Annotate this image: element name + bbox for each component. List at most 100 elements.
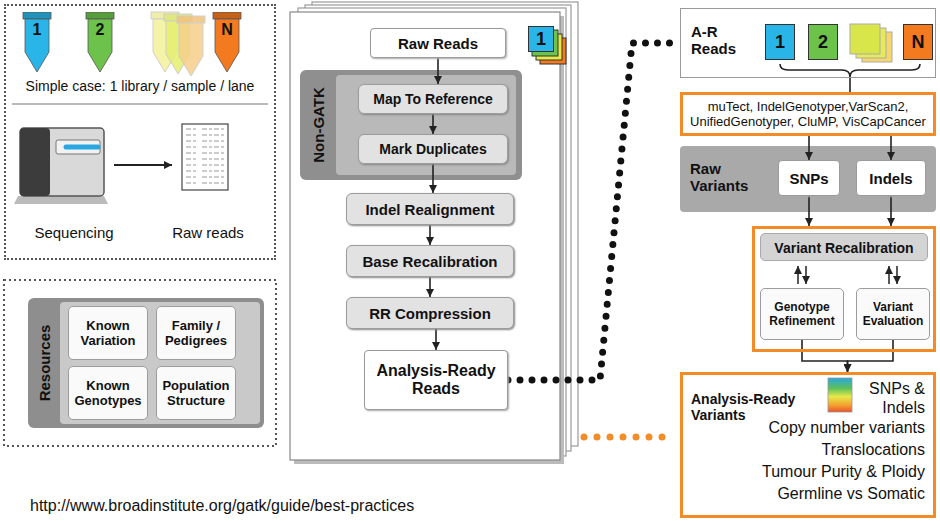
box-label: 2 <box>85 21 115 39</box>
raw-variants-band: Raw Variants SNPs Indels <box>680 146 936 212</box>
non-gatk-band <box>300 70 522 180</box>
updown-arrows <box>798 266 897 284</box>
non-gatk-band: Non-GATK Map To ReferenceMark Duplicates <box>300 70 522 180</box>
process-box: Raw Reads <box>370 28 506 58</box>
box-label: 1 <box>22 21 52 39</box>
resource-box: Family / Pedigrees <box>156 306 236 360</box>
box-label: Genotype Refinement <box>764 300 840 328</box>
flow-arrow <box>890 196 892 226</box>
process-box: Map To Reference <box>358 84 508 114</box>
recalibration-box: Variant RecalibrationGenotype Refinement… <box>752 226 936 352</box>
flow-arrow <box>848 340 894 372</box>
raw-variants-band <box>680 146 936 212</box>
raw-reads-icon <box>182 124 228 190</box>
box-label: Raw Reads <box>398 35 478 52</box>
resource-box: Known Genotypes <box>68 366 148 420</box>
sample-square: 2 <box>808 24 838 60</box>
divider-line <box>12 103 268 104</box>
bracket <box>780 64 920 77</box>
resource-box: Known Variation <box>68 306 148 360</box>
box-label: Raw Variants <box>690 160 770 194</box>
resources-band <box>28 298 264 428</box>
box-label: Sequencing <box>14 224 134 241</box>
box-label: Family / Pedigrees <box>160 318 232 348</box>
resource-box: Population Structure <box>156 366 236 420</box>
box-label: Germline vs Somatic <box>683 483 925 505</box>
sample-tube: 1 <box>22 12 52 74</box>
box-label: N <box>212 21 242 39</box>
reads-box: A-R Reads 1 2 N <box>680 8 936 78</box>
flow-arrow <box>802 340 848 372</box>
box-label: Tumour Purity & Ploidy <box>683 461 925 483</box>
box-label: Map To Reference <box>373 91 493 107</box>
process-box: Genotype Refinement <box>760 288 844 340</box>
orange-dots <box>584 434 664 441</box>
process-box: Analysis-Ready Reads <box>364 350 508 410</box>
box-label: Known Genotypes <box>72 378 144 408</box>
box-label: muTect, IndelGenotyper,VarScan2, Unified… <box>689 99 927 129</box>
sample-badge: 1 <box>528 26 554 52</box>
box-label: N <box>912 32 925 53</box>
process-box: Variant Evaluation <box>856 288 930 340</box>
sample-panel: Simple case: 1 library / sample / laneSe… <box>4 4 276 260</box>
resources-panel <box>4 280 276 446</box>
gradient-swatch <box>828 378 852 412</box>
flow-arrow <box>429 225 431 245</box>
box-label: Known Variation <box>72 318 144 348</box>
box-label: Indel Realignment <box>365 201 494 218</box>
flow-arrow <box>432 164 434 193</box>
box-label: Analysis-Ready Variants <box>691 391 811 423</box>
flow-arrow <box>435 329 437 350</box>
sample-tube: N <box>212 12 242 74</box>
non-gatk-inner <box>336 75 516 175</box>
resources-band: Resources Known Variation Family / Pedigre… <box>28 298 264 428</box>
flow-arrow <box>890 136 892 160</box>
tools-box: muTect, IndelGenotyper,VarScan2, Unified… <box>680 92 936 136</box>
box-label: 1 <box>775 32 785 53</box>
box-label: 2 <box>818 32 828 53</box>
flow-arrow <box>437 58 439 84</box>
flow-arrow <box>808 136 810 160</box>
sample-tube: 2 <box>85 12 115 74</box>
box-label: A-R Reads <box>691 23 747 57</box>
page-stack <box>290 2 578 464</box>
box-label: Resources <box>36 325 53 402</box>
sequencing-arrow <box>114 164 172 166</box>
dotted-connector <box>508 43 680 380</box>
box-label: Analysis-Ready Reads <box>369 362 503 398</box>
pale-tubes <box>151 12 205 76</box>
box-label: Population Structure <box>160 378 232 408</box>
box-label: SNPs <box>789 170 828 187</box>
flow-arrow <box>849 78 851 92</box>
sequencer-illustration <box>14 128 108 204</box>
process-box: RR Compression <box>346 297 514 329</box>
box-label: SNPs & Indels <box>853 379 925 417</box>
box-label: Base Recalibration <box>362 253 497 270</box>
variant-box: SNPs <box>778 160 840 196</box>
box-label: Copy number variants <box>683 417 925 439</box>
flow-arrow <box>432 114 434 134</box>
box-label: RR Compression <box>369 305 491 322</box>
output-box: Analysis-Ready Variants SNPs & IndelsCopy… <box>680 372 936 518</box>
box-label: Non-GATK <box>310 87 327 163</box>
box-label: Raw reads <box>158 224 258 241</box>
flow-arrow <box>808 196 810 226</box>
box-label: Translocations <box>683 439 925 461</box>
process-box: Indel Realignment <box>346 193 514 225</box>
variant-box: Indels <box>856 160 926 196</box>
box-label: Simple case: 1 library / sample / lane <box>6 78 274 94</box>
box-label: Indels <box>869 170 912 187</box>
flow-arrow <box>429 277 431 297</box>
box-label: Variant Evaluation <box>860 300 926 328</box>
url-note: http://www.broadinstitute.org/gatk/guide… <box>30 497 414 515</box>
box-label: Mark Duplicates <box>379 141 486 157</box>
sample-square: N <box>903 24 933 60</box>
box-label: 1 <box>536 29 546 50</box>
sample-stack <box>850 24 892 62</box>
process-box: Base Recalibration <box>346 245 514 277</box>
sample-square: 1 <box>765 24 795 60</box>
box-label: Variant Recalibration <box>760 233 928 261</box>
process-box: Mark Duplicates <box>358 134 508 164</box>
resources-inner <box>60 302 260 424</box>
